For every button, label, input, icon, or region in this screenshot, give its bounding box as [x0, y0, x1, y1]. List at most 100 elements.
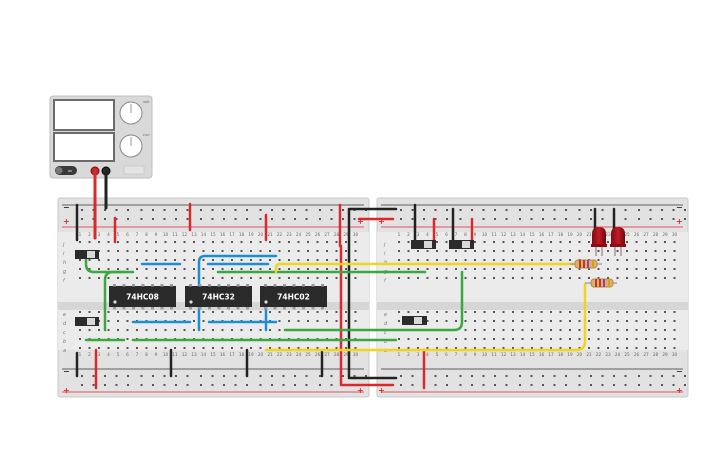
rail-hole[interactable] [400, 384, 402, 386]
rail-hole[interactable] [246, 384, 248, 386]
rail-hole[interactable] [211, 384, 214, 386]
rail-hole[interactable] [411, 375, 414, 377]
breadboard-hole[interactable] [654, 311, 657, 313]
breadboard-hole[interactable] [174, 329, 176, 331]
breadboard-hole[interactable] [426, 311, 429, 313]
breadboard-hole[interactable] [231, 277, 233, 279]
rail-hole[interactable] [271, 384, 273, 386]
breadboard-hole[interactable] [654, 320, 657, 322]
slide-switch[interactable] [402, 316, 427, 325]
breadboard-hole[interactable] [164, 268, 167, 270]
breadboard-hole[interactable] [616, 250, 619, 252]
rail-hole[interactable] [140, 218, 143, 220]
breadboard-hole[interactable] [531, 259, 533, 261]
breadboard-hole[interactable] [588, 338, 590, 340]
breadboard-hole[interactable] [445, 250, 448, 252]
breadboard-hole[interactable] [288, 347, 290, 349]
breadboard-hole[interactable] [445, 311, 448, 313]
breadboard-hole[interactable] [202, 347, 205, 349]
rail-hole[interactable] [590, 218, 592, 220]
breadboard-hole[interactable] [345, 311, 347, 313]
breadboard-hole[interactable] [474, 329, 476, 331]
breadboard-hole[interactable] [240, 259, 243, 261]
breadboard-hole[interactable] [597, 338, 600, 340]
breadboard-hole[interactable] [407, 277, 410, 279]
rail-hole[interactable] [542, 218, 544, 220]
breadboard-hole[interactable] [202, 250, 205, 252]
breadboard-hole[interactable] [569, 338, 571, 340]
rail-hole[interactable] [81, 384, 83, 386]
breadboard-hole[interactable] [436, 311, 438, 313]
breadboard-hole[interactable] [407, 259, 410, 261]
breadboard-hole[interactable] [540, 259, 543, 261]
breadboard-hole[interactable] [654, 277, 657, 279]
breadboard-hole[interactable] [550, 338, 552, 340]
breadboard-hole[interactable] [307, 268, 309, 270]
breadboard-hole[interactable] [512, 259, 514, 261]
rail-hole[interactable] [471, 209, 473, 211]
breadboard-hole[interactable] [673, 311, 676, 313]
rail-hole[interactable] [638, 375, 640, 377]
breadboard-hole[interactable] [326, 268, 328, 270]
rail-hole[interactable] [246, 218, 248, 220]
breadboard-hole[interactable] [145, 250, 148, 252]
rail-hole[interactable] [115, 375, 118, 377]
rail-hole[interactable] [246, 209, 248, 211]
breadboard-hole[interactable] [398, 347, 400, 349]
breadboard-hole[interactable] [174, 347, 176, 349]
breadboard-hole[interactable] [240, 277, 243, 279]
breadboard-hole[interactable] [673, 329, 676, 331]
breadboard-hole[interactable] [550, 277, 552, 279]
breadboard-hole[interactable] [607, 268, 609, 270]
breadboard-hole[interactable] [398, 259, 400, 261]
rail-hole[interactable] [672, 218, 675, 220]
breadboard-hole[interactable] [550, 259, 552, 261]
breadboard-hole[interactable] [155, 250, 157, 252]
breadboard-hole[interactable] [335, 268, 338, 270]
breadboard-hole[interactable] [269, 250, 271, 252]
rail-hole[interactable] [81, 218, 83, 220]
breadboard-hole[interactable] [626, 338, 628, 340]
breadboard-hole[interactable] [107, 268, 110, 270]
breadboard-hole[interactable] [136, 311, 138, 313]
breadboard-hole[interactable] [635, 311, 638, 313]
breadboard-hole[interactable] [474, 347, 476, 349]
rail-hole[interactable] [542, 209, 544, 211]
breadboard-hole[interactable] [136, 259, 138, 261]
breadboard-hole[interactable] [354, 311, 357, 313]
wire-yellow[interactable] [274, 262, 578, 274]
breadboard-hole[interactable] [626, 259, 628, 261]
breadboard-hole[interactable] [202, 320, 205, 322]
breadboard-hole[interactable] [326, 347, 328, 349]
breadboard-hole[interactable] [645, 259, 647, 261]
breadboard-hole[interactable] [578, 268, 581, 270]
breadboard-hole[interactable] [502, 311, 505, 313]
breadboard-hole[interactable] [250, 347, 252, 349]
rail-hole[interactable] [684, 209, 686, 211]
breadboard-hole[interactable] [607, 329, 609, 331]
breadboard-hole[interactable] [183, 259, 186, 261]
breadboard-hole[interactable] [212, 259, 214, 261]
breadboard-hole[interactable] [588, 311, 590, 313]
breadboard-hole[interactable] [502, 329, 505, 331]
breadboard-hole[interactable] [221, 347, 224, 349]
breadboard-hole[interactable] [550, 347, 552, 349]
breadboard-hole[interactable] [664, 338, 666, 340]
breadboard-hole[interactable] [483, 268, 486, 270]
breadboard-hole[interactable] [464, 250, 467, 252]
rail-hole[interactable] [519, 384, 521, 386]
rail-hole[interactable] [613, 384, 615, 386]
breadboard-hole[interactable] [559, 320, 562, 322]
rail-hole[interactable] [672, 384, 675, 386]
breadboard-hole[interactable] [145, 347, 148, 349]
breadboard-hole[interactable] [635, 320, 638, 322]
breadboard-hole[interactable] [345, 241, 347, 243]
breadboard-hole[interactable] [212, 250, 214, 252]
rail-hole[interactable] [434, 384, 437, 386]
breadboard-hole[interactable] [673, 241, 676, 243]
breadboard-hole[interactable] [79, 268, 81, 270]
breadboard-hole[interactable] [354, 277, 357, 279]
breadboard-hole[interactable] [335, 241, 338, 243]
rail-hole[interactable] [601, 384, 604, 386]
breadboard-hole[interactable] [607, 347, 609, 349]
